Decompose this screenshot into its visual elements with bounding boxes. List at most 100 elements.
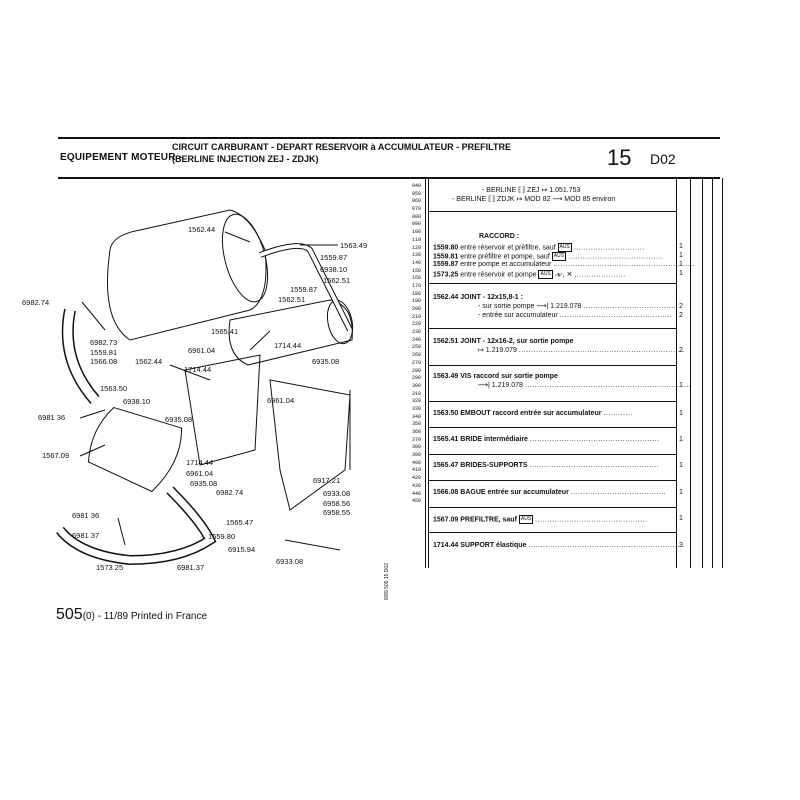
title-line-2: (BERLINE INJECTION ZEJ - ZDJK) xyxy=(172,154,319,164)
part-row-1566-08: 1566.08 BAGUE entrée sur accumulateur ..… xyxy=(433,489,666,497)
label-1559-87-b: 1559.87 xyxy=(290,285,317,294)
part-row-1562-51: 1562.51 JOINT - 12x16-2, sur sortie pomp… xyxy=(433,338,573,346)
label-6915-94: 6915.94 xyxy=(228,545,255,554)
page-title: CIRCUIT CARBURANT - DEPART RESERVOIR à A… xyxy=(172,141,511,165)
label-6981-37: 6981 37 xyxy=(72,531,99,540)
ref-number: 320 xyxy=(411,398,421,405)
part-qty: 2 xyxy=(679,312,683,319)
ref-number: 080 xyxy=(411,213,421,220)
row-separator xyxy=(428,480,676,481)
part-ref: 1567.09 xyxy=(433,516,459,524)
leader-line xyxy=(249,330,271,351)
ref-number: 270 xyxy=(411,359,421,366)
part-row-1573-25: 1573.25 entre réservoir et pompe AUS ⩘⩗,… xyxy=(433,270,626,279)
part-qty: 1 xyxy=(679,489,683,496)
label-1559-81: 1559.81 xyxy=(90,348,117,357)
part-ref: 1573.25 xyxy=(433,271,459,279)
leader-dots: ....................................... xyxy=(570,489,667,496)
ref-number: 210 xyxy=(411,313,421,320)
label-1565-41: 1565.41 xyxy=(211,327,238,336)
part-ref: 1562.51 xyxy=(433,338,459,345)
label-6961-04-c: 6961.04 xyxy=(186,469,213,478)
ref-number: 400 xyxy=(411,459,421,466)
label-6958-56: 6958.56 xyxy=(323,499,350,508)
part-ref: 1563.49 xyxy=(433,373,459,380)
part-ref: 1714.44 xyxy=(433,542,459,549)
part-desc: entre réservoir et pompe xyxy=(460,271,537,279)
part-desc: VIS raccord sur sortie pompe xyxy=(460,373,558,380)
fuel-pump-body xyxy=(107,209,267,341)
part-ref: 1566.08 xyxy=(433,489,459,496)
ref-number: 200 xyxy=(411,306,421,312)
part-sub-1: ⟶| 1.219.078 ...........................… xyxy=(478,382,691,390)
fuel-pump-end xyxy=(221,213,269,303)
raccord-heading: RACCORD : xyxy=(479,233,520,240)
leader-dots: ........................................… xyxy=(518,347,686,354)
part-desc: SUPPORT élastique xyxy=(460,542,527,549)
ref-number: 390 xyxy=(411,452,421,459)
mounting-bracket xyxy=(184,354,261,466)
leader-dots: ............................. xyxy=(573,244,645,252)
label-1562-44: 1562.44 xyxy=(188,225,215,234)
leader-line xyxy=(169,364,211,381)
ref-number: 360 xyxy=(411,429,421,435)
label-1559-87: 1559.87 xyxy=(320,253,347,262)
part-sub-1: - sur sortie pompe ⟶| 1.219.078 ........… xyxy=(478,303,676,311)
part-desc: JOINT - 12x15,8-1 : xyxy=(460,294,523,301)
label-6981-36: 6981 36 xyxy=(38,413,65,422)
part-ref: 1559.80 xyxy=(433,244,459,252)
part-desc: entre réservoir et préfiltre, sauf xyxy=(460,244,556,252)
part-sub-text: - entrée sur accumulateur xyxy=(478,312,558,319)
label-1714-44-b: 1714.44 xyxy=(184,365,211,374)
table-col-divider xyxy=(676,178,677,568)
label-6961-04: 6961.04 xyxy=(188,346,215,355)
leader-dots: ...................................... xyxy=(583,303,677,310)
part-row-1714-44: 1714.44 SUPPORT élastique ..............… xyxy=(433,542,685,550)
part-qty: 1 xyxy=(679,252,683,259)
row-separator xyxy=(428,328,676,329)
leader-dots: ..................... xyxy=(574,271,626,279)
label-6981-36-b: 6981 36 xyxy=(72,511,99,520)
part-qty: 1 xyxy=(679,243,683,250)
part-row-1559-81: 1559.81 entre préfiltre et pompe, sauf A… xyxy=(433,252,663,261)
ref-number: 290 xyxy=(411,375,421,382)
part-row-1559-80: 1559.80 entre réservoir et préfiltre, sa… xyxy=(433,243,645,252)
part-desc: entre préfiltre et pompe, sauf xyxy=(460,253,550,261)
engine-symbol-icons: ⩘⩗, ✕ xyxy=(554,271,573,279)
leader-line xyxy=(224,231,251,243)
label-6935-08-b: 6935.08 xyxy=(165,415,192,424)
aus-badge: AUS xyxy=(557,243,572,252)
ref-number: 350 xyxy=(411,421,421,428)
part-qty: 2 xyxy=(679,303,683,310)
label-6982-74: 6982.74 xyxy=(22,298,49,307)
part-row-1562-44: 1562.44 JOINT - 12x15,8-1 : xyxy=(433,294,523,302)
label-6935-08: 6935.08 xyxy=(312,357,339,366)
header-top-rule xyxy=(58,137,720,139)
header-bottom-rule xyxy=(58,177,720,179)
part-row-1565-41: 1565.41 BRIDE intermédiaire ............… xyxy=(433,436,659,444)
part-qty: 2 xyxy=(679,347,683,354)
label-6981-37-b: 6981.37 xyxy=(177,563,204,572)
row-separator xyxy=(428,401,676,402)
ref-number: 300 xyxy=(411,382,421,389)
ref-number: 260 xyxy=(411,352,421,359)
label-1573-25: 1573.25 xyxy=(96,563,123,572)
ref-number: 040 xyxy=(411,183,421,189)
ref-number: 150 xyxy=(411,267,421,274)
leader-line xyxy=(79,444,106,457)
lower-hose-inner xyxy=(57,487,215,564)
part-qty: 1 xyxy=(679,261,683,268)
row-separator xyxy=(428,365,676,366)
label-6982-73: 6982.73 xyxy=(90,338,117,347)
ref-number: 280 xyxy=(411,367,421,374)
label-6938-10: 6938.10 xyxy=(320,265,347,274)
part-row-1567-09: 1567.09 PREFILTRE, sauf AUS ............… xyxy=(433,515,648,524)
footer-model: 505 xyxy=(56,606,83,623)
label-1562-51: 1562.51 xyxy=(323,276,350,285)
table-col-divider xyxy=(702,178,703,568)
label-1562-44-b: 1562.44 xyxy=(135,357,162,366)
ref-number: 140 xyxy=(411,259,421,266)
label-1565-47: 1565.47 xyxy=(226,518,253,527)
label-1559-80: 1559.80 xyxy=(208,532,235,541)
